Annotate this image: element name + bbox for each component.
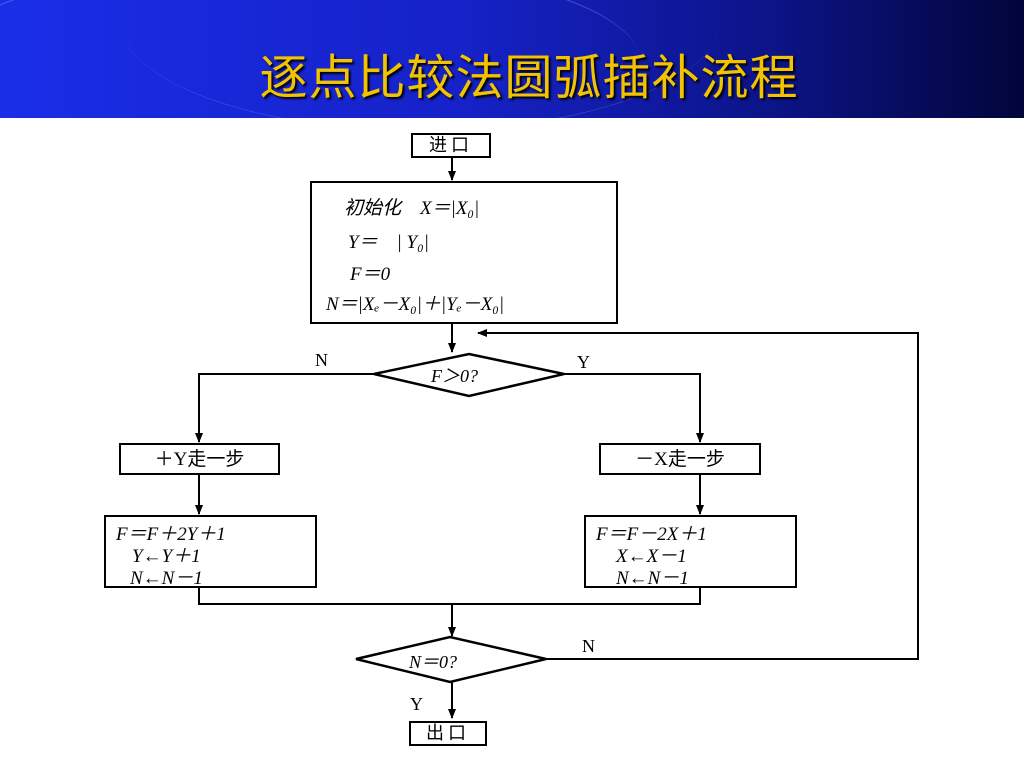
merge-line	[198, 586, 701, 605]
right-calc-line-1: F＝F－2X＋1	[596, 524, 707, 545]
title-banner: 逐点比较法圆弧插补流程	[0, 0, 1024, 118]
label-f-yes: Y	[577, 352, 590, 372]
left-calc-line-3: N←N－1	[130, 568, 203, 589]
label-n-yes: Y	[410, 694, 423, 714]
left-calc-box: F＝F＋2Y＋1 Y←Y＋1 N←N－1	[104, 515, 317, 589]
left-calc-line-1: F＝F＋2Y＋1	[116, 524, 226, 545]
label-n-no: N	[582, 636, 595, 656]
exit-box: 出口	[409, 721, 487, 746]
right-calc-line-2: X←X－1	[616, 546, 687, 567]
decision-n-diamond	[355, 635, 547, 684]
right-calc-box: F＝F－2X＋1 X←X－1 N←N－1	[584, 515, 797, 589]
left-calc-line-2: Y←Y＋1	[132, 546, 201, 567]
init-line-4: N＝|Xₑ－X₀|＋|Yₑ－X₀|	[326, 294, 505, 315]
arrow-f-yes	[564, 373, 704, 443]
arrow-f-no	[195, 373, 374, 443]
left-step-label: ＋Y走一步	[154, 449, 245, 470]
decision-f-diamond	[373, 352, 565, 398]
left-step-box: ＋Y走一步	[119, 443, 280, 475]
init-box: 初始化 X＝|X₀| Y＝ | Y₀| F＝0 N＝|Xₑ－X₀|＋|Yₑ－X₀…	[310, 181, 618, 324]
slide-title: 逐点比较法圆弧插补流程	[259, 50, 799, 106]
right-calc-line-3: N←N－1	[616, 568, 689, 589]
right-step-label: －X走一步	[635, 449, 725, 470]
init-line-3: F＝0	[350, 264, 391, 285]
decision-f-text: F＞0?	[431, 366, 478, 386]
init-line-2: Y＝ | Y₀|	[348, 232, 429, 253]
label-f-no: N	[315, 350, 328, 370]
init-line-1: 初始化 X＝|X₀|	[344, 198, 480, 219]
entry-box: 进口	[411, 133, 491, 158]
arrow-loop-back	[477, 329, 919, 660]
exit-label: 出口	[426, 723, 470, 743]
right-step-box: －X走一步	[599, 443, 761, 475]
entry-label: 进口	[429, 135, 473, 155]
decision-n-text: N＝0?	[409, 652, 458, 672]
